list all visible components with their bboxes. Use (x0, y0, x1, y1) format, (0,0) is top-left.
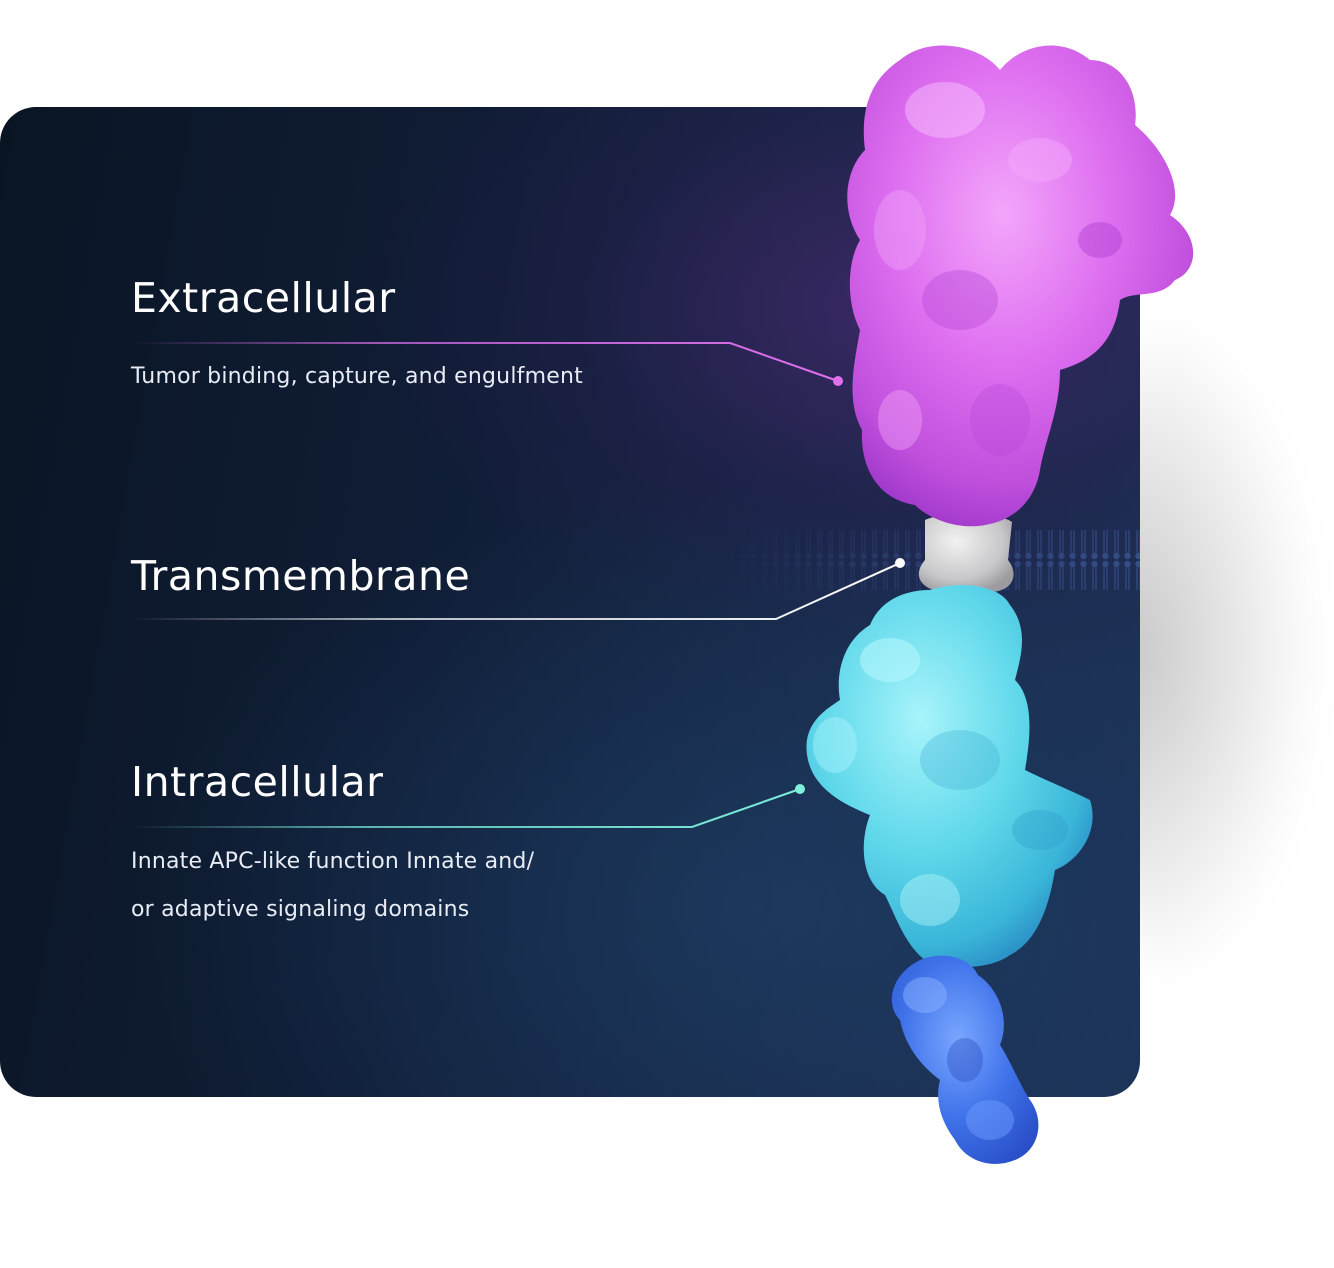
leader-line-extracellular (131, 342, 843, 386)
extracellular-description-line: Tumor binding, capture, and engulfment (131, 364, 583, 389)
intracellular-title: Intracellular (131, 758, 384, 806)
intracellular-description: Innate APC-like function Innate and/ or … (131, 838, 534, 934)
leader-line-transmembrane (131, 558, 905, 620)
extracellular-domain-shape (847, 45, 1194, 527)
extracellular-title: Extracellular (131, 274, 396, 322)
leader-line-intracellular (131, 784, 805, 828)
intracellular-description-line: or adaptive signaling domains (131, 897, 470, 922)
extracellular-description: Tumor binding, capture, and engulfment (131, 353, 583, 401)
transmembrane-title: Transmembrane (131, 552, 471, 600)
transmembrane-domain-shape (918, 514, 1014, 592)
intracellular-description-line: Innate APC-like function Innate and/ (131, 849, 535, 874)
intracellular-domain-shape (806, 585, 1093, 967)
tail-domain-shape (891, 955, 1039, 1164)
